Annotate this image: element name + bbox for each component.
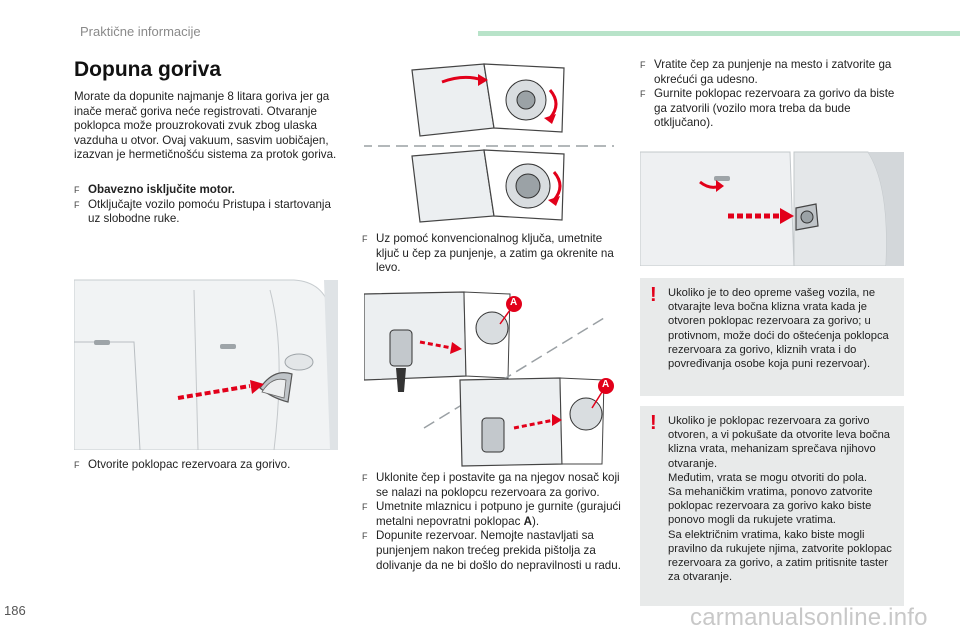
bullet-icon: F [74,185,80,195]
key-cap-drawing [324,63,614,223]
step-text: Uklonite čep i postavite ga na njegov no… [376,471,620,499]
list-item: F Uklonite čep i postavite ga na njegov n… [362,471,624,500]
fuel-cap-icon [389,329,413,392]
warning-text: Ukoliko je to deo opreme vašeg vozila, n… [668,287,889,371]
bullet-icon: F [74,199,80,210]
red-arrow-icon [728,208,794,224]
header-accent-bar [478,31,960,36]
step-text: Dopunite rezervoar. Nemojte nastavljati … [376,529,621,572]
bullet-icon: F [74,460,80,470]
watermark: carmanualsonline.info [690,604,928,631]
bullet-icon: F [640,60,646,70]
page-title: Dopuna goriva [74,58,222,81]
bullet-icon: F [362,473,368,483]
bullet-icon: F [640,89,646,100]
bullet-icon: F [362,234,368,244]
bullet-icon: F [362,531,368,542]
page-number: 186 [4,603,26,618]
callout-label: A [602,379,610,390]
warning-text: Ukoliko je poklopac rezervoara za gorivo… [668,415,892,584]
list-item: F Vratite čep za punjenje na mesto i zatv… [640,58,902,87]
step-text: Otključajte vozilo pomoću Pristupa i sta… [88,197,331,226]
step-key: F Uz pomoć konvencionalnog ključa, umetni… [362,232,624,276]
van-fuel-flap-illustration [73,269,338,451]
step-text: Otvorite poklopac rezervoara za gorivo. [88,458,291,471]
steps-left: F Obavezno isključite motor. F Otključajte… [74,183,336,227]
callout-label: A [510,297,518,308]
cap-holder-drawing [363,291,614,467]
callout-a-top [499,296,522,325]
flap-bottom [411,149,565,223]
van-side-drawing [73,269,338,451]
list-item: F Umetnite mlaznicu i potpuno je gurnite … [362,500,624,529]
section-title: Praktične informacije [80,24,201,39]
close-flap-illustration [639,146,904,267]
steps-middle-bottom: F Uklonite čep i postavite ga na njegov n… [362,471,624,573]
step-text: Gurnite poklopac rezervoara za gorivo da… [654,87,895,130]
step-label-a: A [523,514,532,528]
warning-icon: ! [650,412,657,434]
step-open-flap: F Otvorite poklopac rezervoara za gorivo. [74,458,336,473]
callout-a-bottom [591,378,614,409]
step-text: Umetnite mlaznicu i potpuno je gurnite (… [376,500,621,528]
list-item: F Dopunite rezervoar. Nemojte nastavljati… [362,529,624,573]
step-text: Uz pomoć konvencionalnog ključa, umetnit… [376,232,614,275]
steps-right: F Vratite čep za punjenje na mesto i zatv… [640,58,902,131]
step-text: Obavezno isključite motor. [88,183,235,196]
step-text: Vratite čep za punjenje na mesto i zatvo… [654,58,892,86]
warning-box-sliding-door: ! Ukoliko je to deo opreme vašeg vozila,… [640,278,904,396]
red-arrow-icon [177,380,264,400]
list-item: F Otključajte vozilo pomoću Pristupa i st… [74,198,336,227]
key-unlock-illustration [324,60,614,230]
warning-icon: ! [650,284,657,306]
list-item: F Obavezno isključite motor. [74,183,336,198]
flap-top [411,63,565,137]
step-text: ). [531,514,540,528]
close-flap-drawing [639,146,904,267]
cap-holder-illustration: A A [363,288,622,468]
list-item: F Gurnite poklopac rezervoara za gorivo d… [640,87,902,131]
intro-paragraph: Morate da dopunite najmanje 8 litara gor… [74,90,337,162]
warning-box-door-mechanism: ! Ukoliko je poklopac rezervoara za gori… [640,406,904,606]
bullet-icon: F [362,502,368,513]
